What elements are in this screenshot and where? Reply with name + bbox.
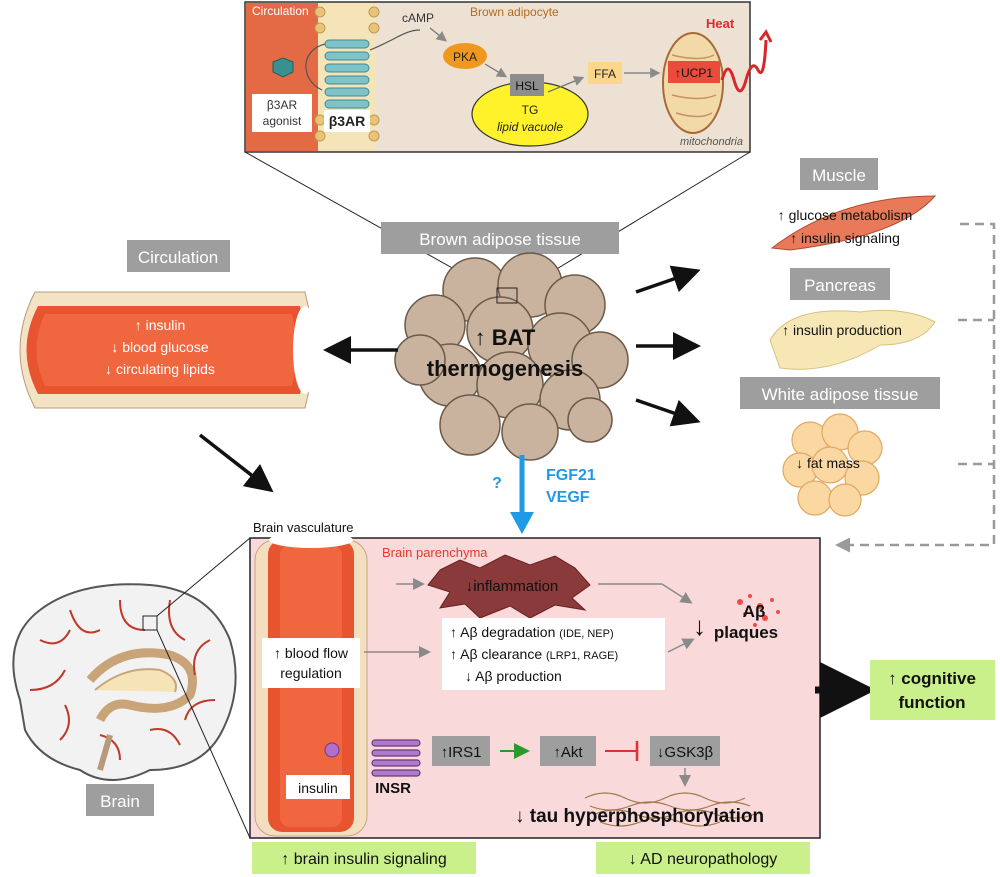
insulin-box xyxy=(286,775,350,799)
cognitive-line-2: function xyxy=(898,693,965,712)
agonist-label-2: agonist xyxy=(263,114,302,128)
akt-label: ↑Akt xyxy=(553,744,583,761)
circulation-label-box xyxy=(127,240,230,272)
question-mark: ? xyxy=(492,475,502,492)
brain-insulin-label: ↑ brain insulin signaling xyxy=(281,851,446,868)
muscle-icon xyxy=(770,195,937,251)
pancreas-label: Pancreas xyxy=(804,276,876,295)
b3ar-receptor xyxy=(324,39,370,109)
vegf-label: VEGF xyxy=(546,489,590,506)
brain-zoom-line-bottom xyxy=(156,629,251,839)
tg-label: TG xyxy=(522,103,539,117)
ucp1-label: ↑UCP1 xyxy=(675,66,713,80)
inflammation-label: ↓inflammation xyxy=(466,578,559,595)
ad-box xyxy=(596,842,810,874)
bat-cell-cluster xyxy=(394,252,629,461)
plaques-line-2: plaques xyxy=(714,623,778,642)
brain-insulin-box xyxy=(252,842,476,874)
circulation-label: Circulation xyxy=(138,248,218,267)
ad-label: ↓ AD neuropathology xyxy=(629,851,778,868)
abeta-box xyxy=(442,618,665,690)
gsk-label: ↓GSK3β xyxy=(657,744,714,761)
brain-icon xyxy=(12,583,237,781)
blood-flow-line-2: regulation xyxy=(280,665,342,681)
mitochondria-label: mitochondria xyxy=(680,136,743,148)
agonist-box xyxy=(252,94,312,132)
feedback-dashed-line xyxy=(835,222,996,553)
blood-flow-box xyxy=(262,638,360,688)
brain-label-box xyxy=(86,784,154,816)
muscle-line-2: ↑ insulin signaling xyxy=(790,230,900,246)
circ-insulin: ↑ insulin xyxy=(135,317,186,333)
cognitive-line-1: ↑ cognitive xyxy=(888,669,976,688)
abeta-clearance: ↑ Aβ clearance (LRP1, RAGE) xyxy=(450,646,618,662)
brain-label: Brain xyxy=(100,792,140,811)
arrow-to-muscle xyxy=(635,265,701,294)
hsl-label: HSL xyxy=(515,79,539,93)
bat-label-box xyxy=(381,222,619,254)
muscle-line-1: ↑ glucose metabolism xyxy=(778,207,913,223)
lipid-vacuole-label: lipid vacuole xyxy=(497,120,563,134)
inset-circulation-label: Circulation xyxy=(252,4,309,18)
abeta-degradation: ↑ Aβ degradation (IDE, NEP) xyxy=(450,624,614,640)
brain-zoom-line-top xyxy=(156,537,251,617)
wat-cell-cluster xyxy=(782,413,883,517)
pka-label: PKA xyxy=(453,50,477,64)
brown-adipocyte-label: Brown adipocyte xyxy=(470,5,559,19)
pancreas-icon xyxy=(769,309,936,370)
arrow-to-wat xyxy=(635,398,701,427)
arrow-circulation-to-brain xyxy=(198,433,274,493)
cognitive-box xyxy=(870,660,995,720)
bat-line-2: thermogenesis xyxy=(427,356,584,381)
heat-label: Heat xyxy=(706,16,735,31)
inflammation-burst-icon xyxy=(427,554,591,619)
parenchyma-label: Brain parenchyma xyxy=(382,545,488,560)
wat-label-box xyxy=(740,377,940,409)
adipocyte-inset: β3AR agonist β3AR Circulation Brown adip… xyxy=(244,1,773,153)
bat-line-1: ↑ BAT xyxy=(475,325,536,350)
ffa-label: FFA xyxy=(594,67,616,81)
bat-label: Brown adipose tissue xyxy=(419,230,581,249)
irs1-label: ↑IRS1 xyxy=(441,744,482,761)
insulin-label: insulin xyxy=(298,780,338,796)
insulin-molecule-icon xyxy=(324,742,340,758)
wat-label: White adipose tissue xyxy=(762,385,919,404)
insr-label: INSR xyxy=(375,780,411,797)
plaques-arrow: ↓ xyxy=(693,611,706,641)
akt-box xyxy=(540,736,596,766)
brain-zoom-box xyxy=(142,615,158,631)
agonist-label-1: β3AR xyxy=(267,98,298,112)
wat-line: ↓ fat mass xyxy=(796,455,860,471)
camp-label: cAMP xyxy=(402,11,434,25)
circ-lipids: ↓ circulating lipids xyxy=(105,361,215,377)
tau-label: ↓ tau hyperphosphorylation xyxy=(515,806,764,827)
receptor-label: β3AR xyxy=(329,113,366,129)
blood-flow-line-1: ↑ blood flow xyxy=(274,645,349,661)
irs1-box xyxy=(432,736,490,766)
mitochondrion-icon xyxy=(662,32,724,134)
pka-node xyxy=(443,43,487,69)
fgf21-label: FGF21 xyxy=(546,467,596,484)
plaques-line-1: Aβ xyxy=(743,602,766,621)
muscle-label: Muscle xyxy=(812,166,866,185)
plaque-speckle-icon xyxy=(737,594,780,627)
gsk-box xyxy=(650,736,720,766)
circ-glucose: ↓ blood glucose xyxy=(111,339,209,355)
insr-receptor-icon xyxy=(371,739,421,777)
agonist-molecule-icon xyxy=(272,57,294,78)
muscle-label-box xyxy=(800,158,878,190)
bat-zoom-box xyxy=(496,287,518,304)
hsl-box xyxy=(510,74,544,96)
vasculature-label: Brain vasculature xyxy=(253,520,353,535)
pancreas-line: ↑ insulin production xyxy=(782,322,902,338)
heat-wave-icon xyxy=(720,39,768,93)
blood-vessel-icon xyxy=(19,291,317,409)
tau-tangle-icon xyxy=(584,792,756,827)
abeta-production: ↓ Aβ production xyxy=(465,668,562,684)
ffa-box xyxy=(588,62,622,84)
pancreas-label-box xyxy=(790,268,890,300)
